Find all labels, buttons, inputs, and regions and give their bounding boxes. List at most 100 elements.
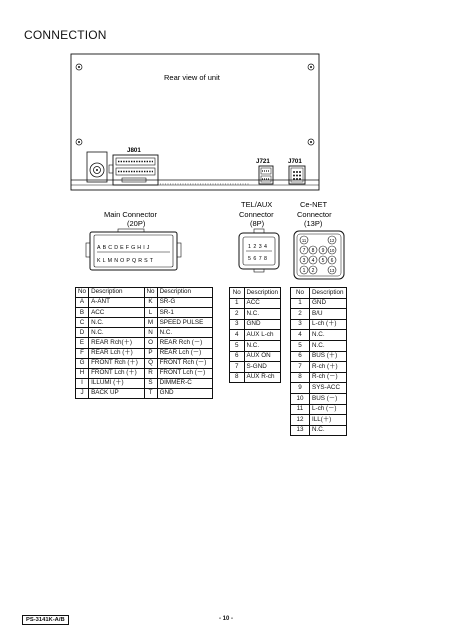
ce-net-pin-label: 10 xyxy=(330,248,335,253)
pin-description-cell: BUS (－) xyxy=(309,392,347,405)
pin-number-cell: O xyxy=(143,337,158,349)
ce-net-pin xyxy=(327,265,337,275)
ce-net-pin xyxy=(327,245,337,255)
ce-net-pin-label: 7 xyxy=(303,248,306,254)
pin-number-cell: J xyxy=(74,387,90,400)
pin-description-cell: GND xyxy=(309,297,347,310)
pin-number-cell: Q xyxy=(143,357,158,369)
pin-number-cell: C xyxy=(74,317,90,329)
pin-description-cell: DIMMER-C xyxy=(156,377,214,389)
tel-aux-connector-face-icon xyxy=(238,228,280,273)
tel-aux-name: TEL/AUX xyxy=(241,200,272,209)
pin-number-cell: 3 xyxy=(290,318,310,331)
tel-aux-top-row: 1234 xyxy=(248,244,269,250)
j801-connector-icon xyxy=(108,154,159,186)
page-number: - 10 - xyxy=(219,616,234,622)
pin-description-cell: N.C. xyxy=(309,339,347,352)
col-header-no: No xyxy=(74,286,90,299)
rear-view-diagram: Rear view of unit J801 J721 J701 Main Co… xyxy=(70,53,345,280)
pin-number-cell: E xyxy=(74,337,90,349)
ce-net-pin xyxy=(299,265,309,275)
antenna-socket-icon xyxy=(86,151,108,183)
col-header-no: No xyxy=(229,287,245,299)
pin-description-cell: N.C. xyxy=(309,329,347,341)
pin-description-cell: REAR Lch (－) xyxy=(156,347,214,359)
pin-description-cell: N.C. xyxy=(88,327,145,339)
ce-net-pin xyxy=(299,255,309,265)
ce-net-pin xyxy=(308,245,318,255)
ce-net-pin-label: 13 xyxy=(330,268,335,273)
pin-description-cell: GND xyxy=(156,387,214,400)
pin-number-cell: T xyxy=(143,387,158,400)
pin-number-cell: A xyxy=(74,297,90,309)
pin-description-cell: S-GND xyxy=(243,361,281,373)
pin-description-cell: FRONT Rch (＋) xyxy=(88,357,145,369)
pin-number-cell: 1 xyxy=(290,297,310,310)
pin-description-cell: N.C. xyxy=(309,424,347,437)
pin-description-cell: SPEED PULSE xyxy=(156,317,214,329)
ce-net-pin xyxy=(327,255,337,265)
pin-number-cell: S xyxy=(143,377,158,389)
j701-connector-icon xyxy=(288,165,306,185)
ce-net-pin xyxy=(308,255,318,265)
pin-description-cell: GND xyxy=(243,318,281,331)
pin-description-cell: N.C. xyxy=(88,317,145,329)
pin-description-cell: BACK UP xyxy=(88,387,145,400)
pin-description-cell: N.C. xyxy=(243,339,281,352)
pin-number-cell: 6 xyxy=(290,350,310,363)
ce-net-pin-label: 8 xyxy=(312,248,315,254)
col-header-no: No xyxy=(143,286,158,299)
pin-description-cell: BUS (＋) xyxy=(309,350,347,363)
pin-number-cell: G xyxy=(74,357,90,369)
ce-net-pin-label: 3 xyxy=(303,258,306,264)
pin-number-cell: D xyxy=(74,327,90,339)
pin-number-cell: 9 xyxy=(290,382,310,394)
col-header-description: Description xyxy=(243,287,281,299)
main-connector-top-row: ABCDEFGHIJ xyxy=(97,245,152,251)
col-header-description: Description xyxy=(156,286,214,299)
pin-description-cell: ACC xyxy=(88,307,145,319)
ce-net-pins: (13P) xyxy=(304,219,323,228)
ce-net-pin-label: 5 xyxy=(322,258,325,264)
pin-description-cell: AUX ON xyxy=(243,350,281,363)
pin-description-cell: ILLUMI (＋) xyxy=(88,377,145,389)
pin-description-cell: FRONT Rch (－) xyxy=(156,357,214,369)
pin-description-cell: B/U xyxy=(309,308,347,320)
screw-icon xyxy=(75,63,315,146)
pin-description-cell: R-ch (－) xyxy=(309,371,347,384)
page-title: CONNECTION xyxy=(24,28,107,42)
pin-number-cell: 1 xyxy=(229,297,245,310)
main-connector-face-icon xyxy=(85,228,182,271)
pin-description-cell: SR-G xyxy=(156,297,214,309)
main-connector-bottom-row: KLMNOPQRST xyxy=(97,258,155,264)
col-header-description: Description xyxy=(309,287,347,299)
pin-description-cell: FRONT Lch (－) xyxy=(156,367,214,379)
ce-net-pin-label: 12 xyxy=(330,238,335,243)
pin-description-cell: AUX L-ch xyxy=(243,329,281,341)
pin-description-cell: AUX R-ch xyxy=(243,371,281,384)
main-connector-name: Main Connector xyxy=(104,210,157,219)
pin-number-cell: 2 xyxy=(290,308,310,320)
ce-net-name-2: Connector xyxy=(297,210,332,219)
pin-number-cell: 4 xyxy=(290,329,310,341)
ce-net-pin-label: 2 xyxy=(312,268,315,274)
